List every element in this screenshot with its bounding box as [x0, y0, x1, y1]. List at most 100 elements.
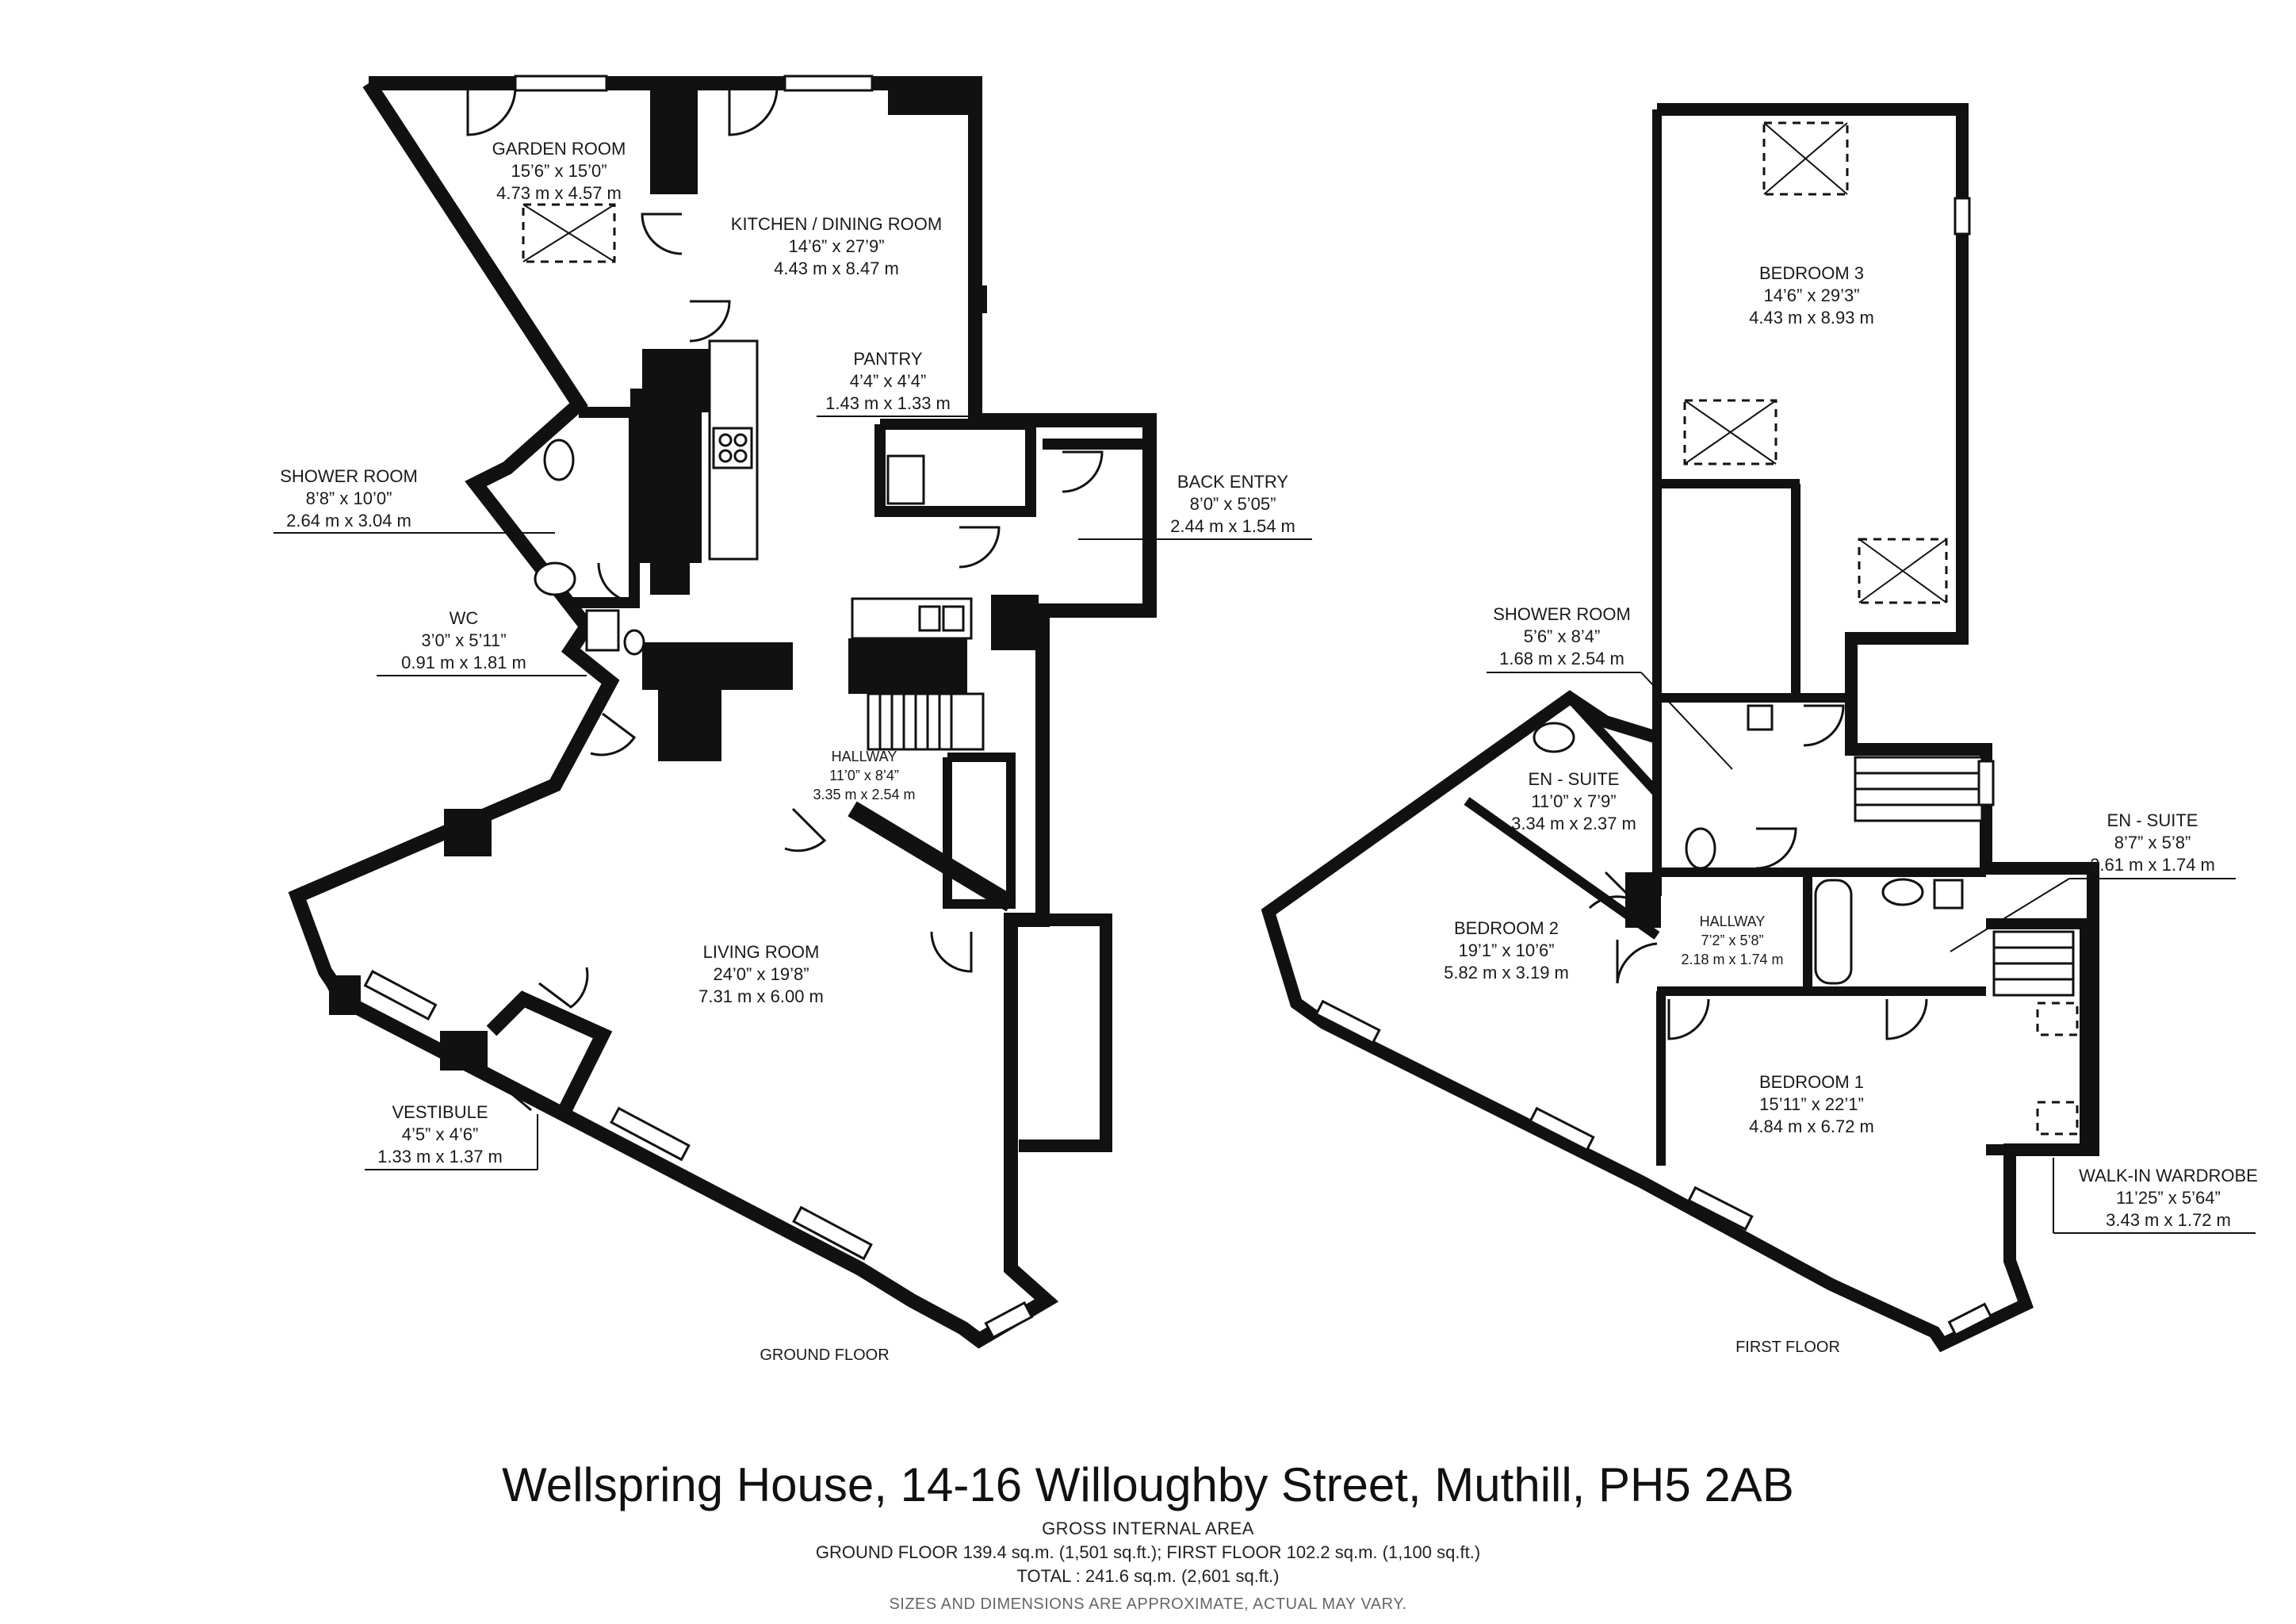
- skylight-cross: [522, 204, 615, 262]
- svg-text:EN - SUITE: EN - SUITE: [2107, 810, 2198, 830]
- room-label-hallway: HALLWAY 11’0” x 8’4” 3.35 m x 2.54 m: [813, 749, 915, 802]
- svg-text:5.82 m x 3.19 m: 5.82 m x 3.19 m: [1444, 963, 1569, 982]
- hob-ring: [733, 449, 748, 463]
- door-swing: [538, 967, 589, 1009]
- svg-text:3.35 m x 2.54 m: 3.35 m x 2.54 m: [813, 787, 915, 802]
- hallway-diagonal-wall: [848, 801, 1016, 912]
- room-label-garden-room: GARDEN ROOM 15’6” x 15’0” 4.73 m x 4.57 …: [492, 139, 626, 203]
- ground-wall-block: [971, 285, 987, 313]
- first-staircase: [1992, 930, 2075, 997]
- first-inner-wall: [1566, 694, 1661, 797]
- skylight-cross: [1763, 122, 1848, 195]
- window: [1314, 999, 1381, 1045]
- toilet-icon: [1533, 722, 1575, 753]
- room-label-walk-in-wardrobe: WALK-IN WARDROBE 11’25” x 5’64” 3.43 m x…: [2053, 1158, 2258, 1234]
- svg-text:2.44 m x 1.54 m: 2.44 m x 1.54 m: [1170, 516, 1295, 536]
- svg-text:2.64 m x 3.04 m: 2.64 m x 3.04 m: [286, 511, 411, 530]
- toilet-icon: [1881, 878, 1924, 906]
- svg-text:SHOWER ROOM: SHOWER ROOM: [1493, 604, 1631, 624]
- area-floors: GROUND FLOOR 139.4 sq.m. (1,501 sq.ft.);…: [815, 1542, 1481, 1562]
- svg-text:7.31 m x 6.00 m: 7.31 m x 6.00 m: [698, 986, 824, 1006]
- room-label-bedroom-1: BEDROOM 1 15’11” x 22’1” 4.84 m x 6.72 m: [1749, 1072, 1874, 1136]
- room-label-kitchen-dining: KITCHEN / DINING ROOM 14’6” x 27’9” 4.43…: [731, 214, 942, 278]
- hob-ring: [718, 433, 733, 447]
- window: [363, 970, 438, 1021]
- door-swing: [597, 562, 640, 604]
- area-total: TOTAL : 241.6 sq.m. (2,601 sq.ft.): [1016, 1566, 1280, 1586]
- toilet-icon: [543, 439, 575, 481]
- door-swing: [959, 526, 1001, 569]
- door-swing: [1803, 704, 1845, 747]
- ground-outer-wall: [288, 76, 1157, 1349]
- skylight-icon: [2036, 1101, 2079, 1136]
- door-swing: [1616, 940, 1658, 984]
- svg-text:7’2” x 5’8”: 7’2” x 5’8”: [1701, 933, 1763, 948]
- first-outer-wall: [1261, 103, 2099, 1353]
- svg-text:11’0” x 7’9”: 11’0” x 7’9”: [1531, 791, 1616, 811]
- bathtub-icon: [1814, 879, 1853, 985]
- property-address: Wellspring House, 14-16 Willoughby Stree…: [502, 1458, 1794, 1511]
- first-floor-plan: FIRST FLOOR BEDROOM 3 14’6” x 29’3” 4.43…: [1261, 103, 2258, 1356]
- window: [514, 75, 608, 92]
- ground-floor-plan: GROUND FLOOR GARDEN ROOM 15’6” x 15’0” 4…: [274, 75, 1312, 1364]
- room-label-en-suite-left: EN - SUITE 11’0” x 7’9” 3.34 m x 2.37 m: [1511, 769, 1636, 833]
- svg-text:4.43 m x 8.93 m: 4.43 m x 8.93 m: [1749, 308, 1874, 327]
- svg-text:BEDROOM 3: BEDROOM 3: [1759, 263, 1864, 283]
- door-swing: [590, 712, 637, 756]
- svg-text:1.68 m x 2.54 m: 1.68 m x 2.54 m: [1499, 649, 1624, 668]
- ground-wall-block: [329, 975, 361, 1015]
- svg-text:4’4” x 4’4”: 4’4” x 4’4”: [850, 371, 927, 391]
- leader-line: [1950, 878, 2070, 952]
- svg-text:WC: WC: [450, 608, 479, 628]
- svg-text:15’6” x 15’0”: 15’6” x 15’0”: [511, 161, 607, 181]
- floor-label-ground: GROUND FLOOR: [760, 1346, 889, 1364]
- window: [792, 1205, 873, 1261]
- window: [1977, 760, 1995, 806]
- svg-text:3.43 m x 1.72 m: 3.43 m x 1.72 m: [2106, 1210, 2231, 1230]
- door-swing: [1062, 450, 1104, 493]
- basin-icon: [1747, 704, 1774, 731]
- door-swing: [1588, 871, 1635, 910]
- svg-text:HALLWAY: HALLWAY: [1700, 914, 1766, 929]
- ground-wall-block: [991, 595, 1039, 650]
- svg-text:8’0” x 5’05”: 8’0” x 5’05”: [1190, 494, 1276, 514]
- svg-text:3.34 m x 2.37 m: 3.34 m x 2.37 m: [1511, 814, 1636, 833]
- door-swing: [1667, 998, 1710, 1040]
- door-swing: [784, 807, 827, 852]
- ground-wall-block: [444, 809, 492, 856]
- hob-icon: [712, 427, 753, 469]
- room-label-living-room: LIVING ROOM 24’0” x 19’8” 7.31 m x 6.00 …: [698, 942, 824, 1006]
- pantry-wall: [874, 419, 1036, 517]
- svg-text:14’6” x 27’9”: 14’6” x 27’9”: [788, 236, 884, 256]
- sink-icon: [942, 605, 965, 632]
- skylight-icon: [2036, 1002, 2079, 1036]
- room-label-hallway-first: HALLWAY 7’2” x 5’8” 2.18 m x 1.74 m: [1681, 914, 1783, 967]
- svg-text:4.43 m x 8.47 m: 4.43 m x 8.47 m: [774, 259, 899, 278]
- room-label-pantry: PANTRY 4’4” x 4’4” 1.43 m x 1.33 m: [817, 349, 975, 417]
- svg-text:4.84 m x 6.72 m: 4.84 m x 6.72 m: [1749, 1116, 1874, 1136]
- window: [1947, 1302, 1993, 1337]
- door-swing: [1885, 998, 1928, 1040]
- svg-text:8’7” x 5’8”: 8’7” x 5’8”: [2114, 833, 2191, 852]
- svg-text:24’0” x 19’8”: 24’0” x 19’8”: [713, 964, 809, 984]
- leader-line: [1640, 672, 1733, 770]
- toilet-icon: [534, 561, 576, 596]
- vestibule-diagonal: [483, 1069, 532, 1112]
- skylight-cross: [1858, 538, 1947, 603]
- svg-text:1.33 m x 1.37 m: 1.33 m x 1.37 m: [377, 1147, 503, 1166]
- skylight-cross: [1684, 400, 1777, 465]
- disclaimer: SIZES AND DIMENSIONS ARE APPROXIMATE, AC…: [889, 1595, 1407, 1613]
- ground-wall-block: [658, 682, 721, 761]
- window: [1954, 197, 1971, 236]
- svg-text:BACK ENTRY: BACK ENTRY: [1177, 472, 1289, 492]
- door-swing: [1755, 827, 1797, 870]
- ground-wall-block: [650, 547, 690, 595]
- store-wall: [1019, 914, 1112, 1152]
- room-label-shower-room-first: SHOWER ROOM 5’6” x 8’4” 1.68 m x 2.54 m: [1487, 604, 1733, 770]
- svg-text:BEDROOM 1: BEDROOM 1: [1759, 1072, 1864, 1092]
- svg-text:11’25” x 5’64”: 11’25” x 5’64”: [2116, 1188, 2221, 1208]
- room-label-en-suite-right: EN - SUITE 8’7” x 5’8” 2.61 m x 1.74 m: [1950, 810, 2236, 952]
- toilet-icon: [623, 629, 645, 656]
- svg-text:EN - SUITE: EN - SUITE: [1529, 769, 1620, 789]
- svg-text:15’11” x 22’1”: 15’11” x 22’1”: [1759, 1094, 1864, 1114]
